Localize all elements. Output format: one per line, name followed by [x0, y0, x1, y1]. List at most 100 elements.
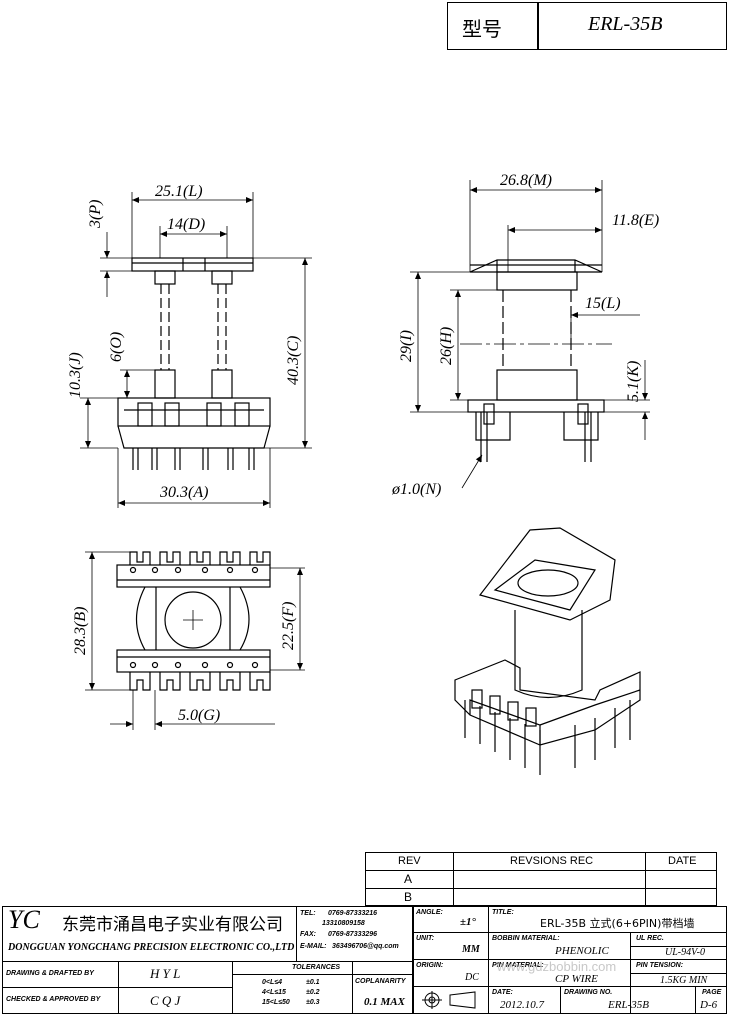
rev-row-b: B: [404, 890, 413, 904]
tel-label: TEL:: [300, 910, 316, 917]
bottom-view: [85, 551, 305, 730]
tension-label: PIN TENSION:: [636, 962, 684, 969]
dim-N: ø1.0(N): [391, 481, 441, 498]
bobbin: PHENOLIC: [555, 945, 609, 957]
tb-hline-1: [2, 961, 412, 962]
header-divider: [537, 2, 539, 50]
origin: DC: [465, 972, 479, 983]
tol-r1a: 0<L≤4: [262, 979, 282, 986]
rev-row-a: A: [404, 872, 413, 886]
tolerances-label: TOLERANCES: [292, 964, 341, 971]
header-box: [447, 2, 727, 50]
header-type-label: 型号: [462, 17, 502, 41]
dim-M: 26.8(M): [500, 172, 552, 189]
technical-drawing: 25.1(L) 14(D) 3(P) 10.3(J) 6(O) 40.3(C) …: [67, 172, 659, 775]
dim-O: 6(O): [108, 332, 125, 362]
dim-I: 29(I): [398, 330, 415, 362]
tel-2: 13310809158: [322, 920, 365, 927]
angle-label: ANGLE:: [416, 909, 443, 916]
title-block: [2, 906, 727, 1014]
title: ERL-35B 立式(6+6PIN)带档墙: [540, 917, 695, 930]
rev-line-2: [365, 888, 717, 889]
page: D-6: [700, 999, 718, 1011]
revision-table: [365, 852, 717, 906]
company-en: DONGGUAN YONGCHANG PRECISION ELECTRONIC …: [8, 942, 295, 953]
dim-J: 10.3(J): [67, 352, 84, 398]
tb-hline-8: [630, 973, 727, 974]
checked-label: CHECKED & APPROVED BY: [6, 996, 101, 1003]
drawing-no-label: DRAWING NO.: [564, 989, 613, 996]
tb-vline-9: [352, 961, 353, 1014]
email: 363496706@qq.com: [332, 943, 399, 950]
bobbin-label: BOBBIN MATERIAL:: [492, 935, 560, 942]
dim-H: 26(H): [438, 327, 455, 365]
dim-D: 14(D): [167, 216, 205, 233]
front-view: [80, 192, 312, 508]
rec-header: REVSIONS REC: [510, 855, 594, 867]
drawing-label: DRAWING & DRAFTED BY: [6, 970, 94, 977]
pin-label: PIN MATERIAL:: [492, 962, 544, 969]
watermark: www.gdzbobbin.com: [497, 959, 617, 974]
tb-hline-2: [412, 932, 727, 933]
dim-A: 30.3(A): [159, 484, 208, 501]
page-label: PAGE: [702, 989, 722, 996]
header-model: ERL-35B: [588, 13, 663, 35]
dim-E: 11.8(E): [612, 212, 659, 229]
tb-vline-4: [630, 932, 631, 1014]
dim-F: 22.5(F): [280, 602, 297, 650]
tb-vline-3: [488, 906, 489, 1014]
tol-r3b: ±0.3: [306, 999, 320, 1006]
tb-hline-6: [232, 974, 412, 975]
rev-header: REV: [398, 855, 421, 867]
tb-vline-1: [296, 906, 297, 961]
angle: ±1°: [460, 916, 476, 928]
dim-P: 3(P): [87, 200, 104, 229]
rev-line-1: [365, 870, 717, 871]
origin-label: ORIGIN:: [416, 962, 444, 969]
tb-vline-2: [412, 906, 414, 1014]
email-label: E-MAIL:: [300, 943, 327, 950]
date: 2012.10.7: [500, 999, 544, 1011]
rev-vline-1: [453, 852, 454, 906]
fax: 0769-87333296: [328, 931, 378, 938]
dim-K: 5.1(K): [625, 361, 642, 402]
company-cn: 东莞市涌昌电子实业有限公司: [62, 915, 283, 935]
tb-hline-4: [412, 986, 727, 987]
tension: 1.5KG MIN: [660, 975, 708, 986]
tol-r2b: ±0.2: [306, 989, 320, 996]
title-label: TITLE:: [492, 909, 514, 916]
projection-symbol-icon: [422, 991, 476, 1009]
fax-label: FAX:: [300, 931, 316, 938]
tel-1: 0769-87333216: [328, 910, 378, 917]
tb-vline-8: [232, 961, 233, 1014]
unit: MM: [462, 944, 480, 955]
date-header: DATE: [668, 855, 697, 867]
dim-G: 5.0(G): [178, 707, 220, 724]
tb-hline-5: [2, 987, 232, 988]
dim-L-top: 25.1(L): [155, 183, 203, 200]
tol-r3a: 15<L≤50: [262, 999, 290, 1006]
dim-C: 40.3(C): [285, 336, 302, 385]
dim-L-side: 15(L): [585, 295, 621, 312]
dim-B: 28.3(B): [72, 607, 89, 655]
coplanarity-label: COPLANARITY: [355, 978, 406, 985]
unit-label: UNIT:: [416, 935, 435, 942]
ul-label: UL REC.: [636, 935, 664, 942]
tb-vline-5: [560, 986, 561, 1014]
coplanarity: 0.1 MAX: [364, 996, 405, 1008]
pin: CP WIRE: [555, 973, 598, 985]
tb-hline-3: [412, 959, 727, 960]
drawer: H Y L: [150, 966, 181, 981]
ul: UL-94V-0: [665, 947, 705, 958]
checker: C Q J: [150, 993, 181, 1008]
date-label: DATE:: [492, 989, 513, 996]
rev-vline-2: [645, 852, 646, 906]
drawing-no: ERL-35B: [608, 999, 649, 1011]
tb-vline-7: [118, 961, 119, 1014]
tb-hline-7: [630, 946, 727, 947]
tb-vline-6: [695, 986, 696, 1014]
tol-r1b: ±0.1: [306, 979, 320, 986]
isometric-view: [454, 527, 641, 775]
company-logo: YC: [8, 905, 40, 934]
side-view: [410, 180, 650, 489]
